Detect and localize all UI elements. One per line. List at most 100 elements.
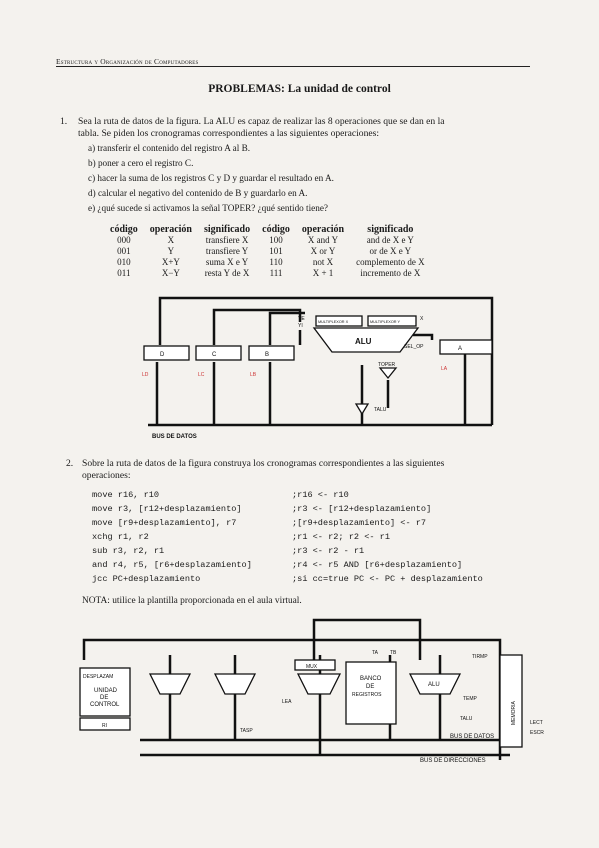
problem1-intro-line1: Sea la ruta de datos de la figura. La AL… bbox=[78, 116, 445, 127]
table-row: 000 X transfiere X 100 X and Y and de X … bbox=[104, 235, 431, 246]
mux-x bbox=[315, 315, 363, 327]
reg-b-label: B bbox=[265, 352, 269, 358]
table-cell: X and Y bbox=[307, 235, 339, 245]
problem1-item-b: b) poner a cero el registro C. bbox=[88, 158, 194, 168]
code-comment: ;r3 <- [r12+desplazamiento] bbox=[292, 504, 432, 514]
read-label: LECT bbox=[530, 720, 543, 726]
lc-label: LC bbox=[198, 372, 205, 378]
temp-label: TEMP bbox=[463, 696, 478, 702]
write-label: ESCR bbox=[530, 730, 544, 736]
reg-a-label: A bbox=[458, 346, 462, 352]
table-row: 001 Y transfiere Y 101 X or Y or de X e … bbox=[104, 246, 431, 257]
reg-d-label: D bbox=[160, 352, 165, 358]
table-cell: X−Y bbox=[161, 268, 180, 278]
problem2-number: 2. bbox=[66, 458, 74, 469]
talu-label: TALU bbox=[374, 407, 387, 413]
table-header: operación bbox=[301, 224, 345, 235]
code-comment: ;[r9+desplazamiento] <- r7 bbox=[292, 518, 427, 528]
code-comment: ;si cc=true PC <- PC + desplazamiento bbox=[292, 574, 483, 584]
lb-label: LB bbox=[250, 372, 257, 378]
mux-x-label: MULTIPLEXOR X bbox=[318, 320, 349, 324]
ri-label: RI bbox=[102, 723, 107, 729]
alu-shape bbox=[312, 327, 420, 353]
table-cell: 110 bbox=[269, 257, 283, 267]
table-header: código bbox=[110, 224, 138, 235]
problem2-intro-line2: operaciones: bbox=[82, 470, 131, 481]
table-cell: 100 bbox=[269, 235, 283, 245]
problem1-item-d: d) calcular el negativo del contenido de… bbox=[88, 188, 308, 198]
table-row: 010 X+Y suma X e Y 110 not X complemento… bbox=[104, 257, 431, 268]
yi-label: YI bbox=[298, 323, 303, 329]
code-comment: ;r4 <- r5 AND [r6+desplazamiento] bbox=[292, 560, 463, 570]
note-text: NOTA: utilice la plantilla proporcionada… bbox=[82, 596, 302, 606]
register-b bbox=[248, 345, 295, 361]
register-a bbox=[439, 339, 493, 355]
tirmp-label: TIRMP bbox=[472, 654, 488, 660]
code-line: move [r9+desplazamiento], r7 bbox=[92, 518, 237, 528]
la-label: LA bbox=[441, 366, 448, 372]
mux-y-label: MULTIPLEXOR Y bbox=[370, 320, 400, 324]
table-cell: and de X e Y bbox=[366, 235, 414, 245]
table-header-row: código operación significado código oper… bbox=[104, 224, 431, 235]
table-cell: incremento de X bbox=[360, 268, 421, 278]
alu-shape-2 bbox=[408, 673, 462, 695]
table-cell: complemento de X bbox=[356, 257, 425, 267]
table-cell: 001 bbox=[117, 246, 131, 256]
ta-label: TA bbox=[372, 650, 379, 656]
code-line: jcc PC+desplazamiento bbox=[92, 574, 201, 584]
table-cell: not X bbox=[312, 257, 334, 267]
code-line: and r4, r5, [r6+desplazamiento] bbox=[92, 560, 252, 570]
table-cell: resta Y de X bbox=[204, 268, 250, 278]
addr-bus-label: BUS DE DIRECCIONES bbox=[420, 758, 486, 764]
talu-label-2: TALU bbox=[460, 716, 473, 722]
toper-buffer bbox=[378, 367, 398, 380]
ye-label: YE bbox=[298, 316, 305, 322]
table-cell: 111 bbox=[269, 268, 283, 278]
problem1-item-a: a) transferir el contenido del registro … bbox=[88, 143, 251, 153]
mux-shape-3 bbox=[296, 673, 342, 695]
tasp-label: TASP bbox=[240, 728, 253, 734]
alu-label-2: ALU bbox=[428, 682, 440, 688]
unit-label-2: DE bbox=[100, 695, 108, 701]
data-bus-label: BUS DE DATOS bbox=[450, 734, 494, 740]
table-cell: 011 bbox=[117, 268, 131, 278]
unit-label-3: CONTROL bbox=[90, 702, 120, 708]
wire-b bbox=[268, 311, 305, 345]
table-cell: X or Y bbox=[310, 246, 336, 256]
table-row: 011 X−Y resta Y de X 111 X + 1 increment… bbox=[104, 268, 431, 279]
wire-top-3 bbox=[312, 618, 422, 660]
wire-top bbox=[158, 296, 494, 425]
ri-box bbox=[79, 717, 131, 731]
table-cell: 000 bbox=[117, 235, 131, 245]
table-cell: suma X e Y bbox=[205, 257, 249, 267]
mux-shape-1 bbox=[148, 673, 192, 695]
wire-alu-a bbox=[413, 333, 434, 340]
x-sel-label: X bbox=[420, 316, 424, 322]
memory-label: MEMORIA bbox=[511, 700, 517, 725]
problem1-item-e: e) ¿qué sucede si activamos la señal TOP… bbox=[88, 203, 328, 213]
despl-label: DESPLAZAM bbox=[83, 674, 113, 680]
table-header: significado bbox=[367, 224, 414, 235]
mux-box bbox=[294, 659, 336, 671]
sel-op-label: SEL_OP bbox=[404, 344, 424, 350]
problem1-intro-line2: tabla. Se piden los cronogramas correspo… bbox=[78, 128, 380, 139]
code-comment: ;r3 <- r2 - r1 bbox=[292, 546, 365, 556]
problem1-item-c: c) hacer la suma de los registros C y D … bbox=[88, 173, 334, 183]
code-comment: ;r1 <- r2; r2 <- r1 bbox=[292, 532, 390, 542]
wire-c bbox=[212, 308, 302, 345]
wire-top-2 bbox=[82, 638, 502, 760]
header-rule bbox=[56, 66, 530, 67]
alu-label: ALU bbox=[355, 337, 372, 346]
register-bank-box bbox=[345, 661, 397, 725]
table-cell: X + 1 bbox=[312, 268, 334, 278]
bank-label-1: BANCO bbox=[360, 676, 382, 682]
mux-shape-2 bbox=[213, 673, 257, 695]
table-cell: X+Y bbox=[161, 257, 180, 267]
code-line: move r3, [r12+desplazamiento] bbox=[92, 504, 242, 514]
ld-label: LD bbox=[142, 372, 149, 378]
table-cell: transfiere X bbox=[205, 235, 249, 245]
memory-box bbox=[499, 654, 523, 748]
table-cell: Y bbox=[167, 246, 175, 256]
page-title: PROBLEMAS: La unidad de control bbox=[208, 83, 391, 95]
